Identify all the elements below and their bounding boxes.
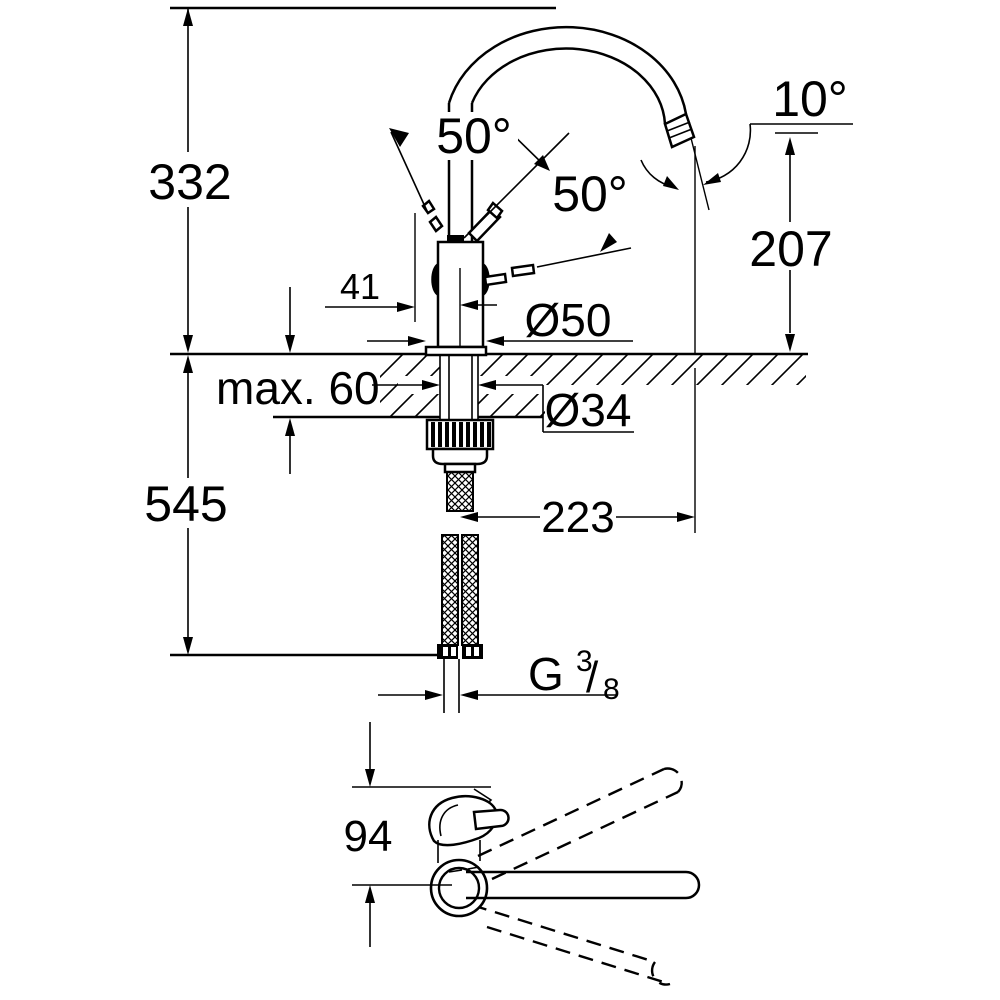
faucet-front-view bbox=[421, 25, 696, 357]
body-depth-label: 94 bbox=[344, 812, 393, 861]
angle-arrowhead bbox=[534, 155, 550, 171]
spout-plan bbox=[466, 870, 701, 900]
spout-reach-label: 223 bbox=[541, 493, 614, 542]
thread-numerator-label: 3 bbox=[576, 645, 593, 678]
spout-swivel-dashed-up bbox=[477, 767, 683, 881]
angle-arrowhead bbox=[600, 233, 617, 252]
faucet-body bbox=[424, 235, 490, 357]
cartridge-bump-left bbox=[431, 263, 438, 296]
dimension-lever-angle-up: 50° bbox=[389, 108, 570, 239]
dimension-outlet-height: 207 bbox=[749, 132, 833, 352]
dimension-outlet-angle: 10° bbox=[640, 71, 853, 354]
deck-thickness-label: max. 60 bbox=[216, 362, 380, 414]
angle-arrowhead bbox=[703, 173, 721, 185]
dimension-base-diameter: Ø50 bbox=[367, 294, 633, 346]
hole-diameter-label: Ø34 bbox=[545, 384, 632, 436]
faucet-top-view: 94 bbox=[344, 722, 701, 986]
dimension-deck-thickness: max. 60 bbox=[216, 287, 423, 474]
threaded-stud bbox=[446, 471, 474, 512]
lever-tip bbox=[486, 201, 504, 220]
shank-tube-lines bbox=[439, 354, 479, 420]
lever-handle-dashed-forward bbox=[483, 247, 632, 287]
lever-angle-forward-label: 50° bbox=[552, 166, 628, 222]
base-flange bbox=[424, 345, 488, 357]
outlet-axis-line bbox=[690, 137, 710, 211]
lever-reach-label: 41 bbox=[340, 266, 380, 307]
lever-angle-up-label: 50° bbox=[436, 108, 512, 164]
base-diameter-label: Ø50 bbox=[525, 294, 612, 346]
spout-arc bbox=[447, 25, 696, 149]
mounting-nut bbox=[425, 418, 495, 474]
connection-hoses bbox=[441, 534, 479, 646]
outlet-height-label: 207 bbox=[749, 221, 832, 277]
dimension-spout-reach: 223 bbox=[460, 368, 696, 542]
spout-outlet-nozzle bbox=[663, 112, 696, 149]
lever-handle-solid bbox=[467, 201, 504, 243]
dimension-thread: G 3 / 8 bbox=[378, 645, 620, 706]
lever-knob-plan bbox=[472, 808, 510, 831]
lever-pivot-tab bbox=[447, 235, 464, 242]
connection-tube bbox=[443, 659, 460, 713]
dimension-hole-diameter: Ø34 bbox=[422, 380, 634, 436]
thread-slash-label: / bbox=[586, 653, 599, 702]
thread-g-label: G bbox=[528, 648, 564, 700]
dimension-lever-angle-forward: 50° bbox=[552, 166, 628, 252]
dimension-lever-reach: 41 bbox=[325, 213, 497, 322]
outlet-angle-label: 10° bbox=[772, 71, 848, 127]
lever-plan bbox=[428, 788, 510, 873]
overall-height-label: 332 bbox=[148, 154, 231, 210]
dimension-overall-height: 332 bbox=[148, 8, 232, 353]
under-counter-length-label: 545 bbox=[144, 476, 227, 532]
spout-swivel-dashed-down bbox=[471, 903, 671, 986]
hose-fittings bbox=[437, 644, 483, 659]
dimension-under-counter-length: 545 bbox=[144, 355, 228, 655]
lever-handle-dashed-up bbox=[421, 199, 444, 233]
under-counter-assembly bbox=[425, 354, 495, 713]
thread-denominator-label: 8 bbox=[603, 673, 620, 706]
body-circle bbox=[437, 866, 481, 910]
angle-arrowhead bbox=[663, 176, 679, 190]
angle-arrowhead bbox=[389, 128, 409, 147]
dimension-body-depth: 94 bbox=[344, 722, 491, 947]
